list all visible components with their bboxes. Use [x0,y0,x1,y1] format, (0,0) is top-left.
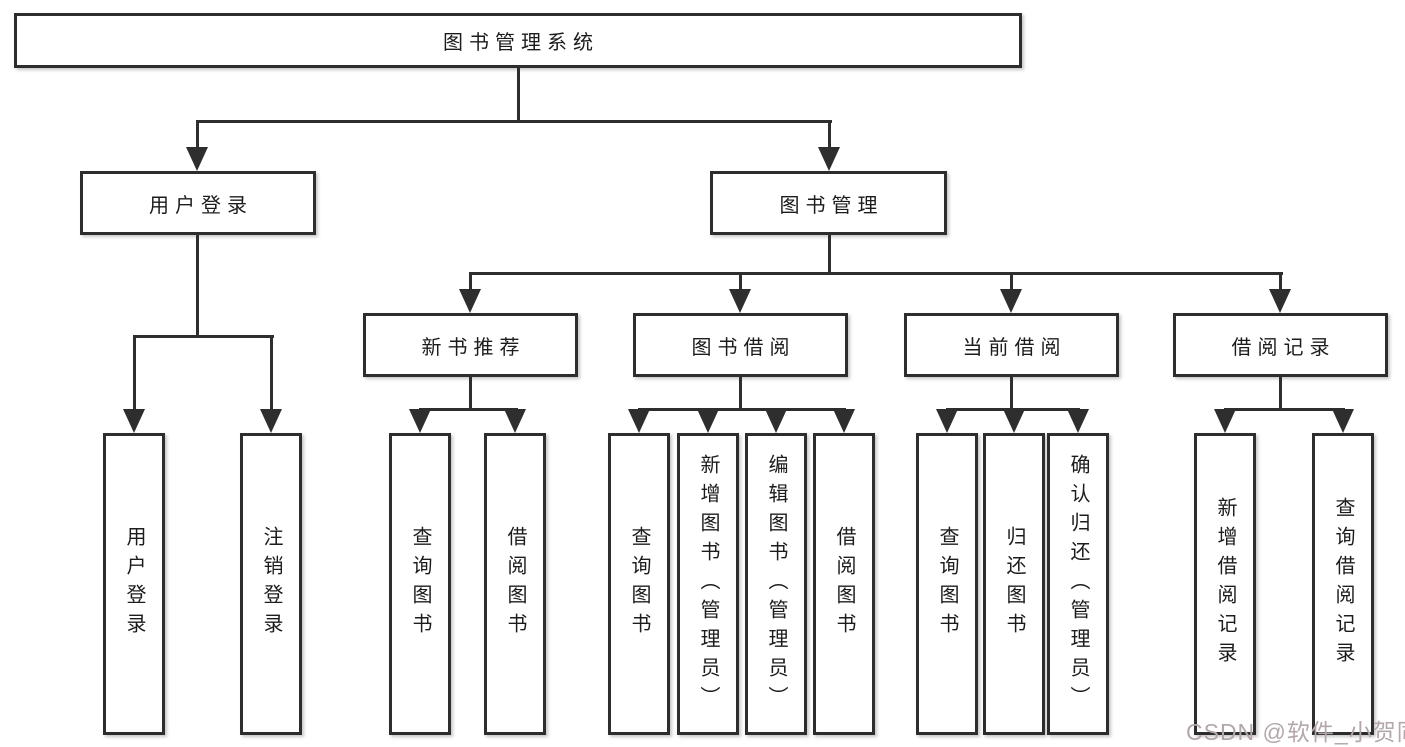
leaf-label: 注销登录 [260,526,282,642]
connector-line [638,408,846,411]
node-label: 图书管理 [779,194,884,217]
leaf-query-books-borrow: 查询图书 [608,433,670,735]
connector-line [517,68,520,121]
csdn-watermark: CSDN @软件_小贺同学 [1186,719,1405,745]
leaf-label: 确认归还（管理员） [1067,453,1089,715]
leaf-label: 查询图书 [936,526,958,642]
arrowhead-down [729,289,751,313]
connector-line [133,335,274,338]
node-label: 图书管理系统 [443,32,599,54]
leaf-return-book: 归还图书 [983,433,1045,735]
arrowhead-down [628,409,650,433]
leaf-label: 借阅图书 [833,526,855,642]
leaf-user-login: 用户登录 [103,433,165,735]
connector-line [739,377,742,410]
arrowhead-down [409,409,431,433]
leaf-label: 新增借阅记录 [1214,497,1236,671]
arrowhead-down [1000,289,1022,313]
leaf-query-borrow-record: 查询借阅记录 [1312,433,1374,735]
arrowhead-down [1067,409,1089,433]
connector-line [1010,377,1013,410]
arrowhead-down [818,147,840,171]
leaf-edit-book-admin: 编辑图书（管理员） [745,433,807,735]
node-book-borrowing: 图书借阅 [633,313,848,377]
arrowhead-down [186,147,208,171]
leaf-label: 编辑图书（管理员） [765,453,787,715]
connector-line [196,121,199,151]
leaf-label: 查询图书 [409,526,431,642]
connector-line [133,336,136,411]
node-new-book-recommendation: 新书推荐 [363,313,578,377]
connector-line [419,408,518,411]
arrowhead-down [833,409,855,433]
arrowhead-down [1269,289,1291,313]
arrowhead-down [504,409,526,433]
arrowhead-down [1332,409,1354,433]
leaf-logout: 注销登录 [240,433,302,735]
leaf-label: 新增图书（管理员） [697,453,719,715]
leaf-label: 归还图书 [1003,526,1025,642]
arrowhead-down [459,289,481,313]
node-user-login: 用户登录 [80,171,316,235]
leaf-label: 借阅图书 [504,526,526,642]
arrowhead-down [936,409,958,433]
node-label: 新书推荐 [421,336,526,359]
leaf-add-borrow-record: 新增借阅记录 [1194,433,1256,735]
connector-line [1010,273,1013,293]
arrowhead-down [1214,409,1236,433]
node-borrowing-records: 借阅记录 [1173,313,1388,377]
connector-line [469,272,1283,275]
connector-line [739,273,742,293]
node-label: 当前借阅 [962,336,1067,359]
connector-line [469,377,472,410]
node-library-management-system: 图书管理系统 [14,13,1022,68]
connector-line [828,121,831,151]
node-label: 借阅记录 [1231,336,1336,359]
node-label: 用户登录 [149,194,253,217]
arrowhead-down [697,409,719,433]
leaf-label: 查询借阅记录 [1332,497,1354,671]
node-label: 图书借阅 [691,336,796,359]
arrowhead-down [765,409,787,433]
arrowhead-down [1003,409,1025,433]
connector-line [1279,273,1282,293]
leaf-add-book-admin: 新增图书（管理员） [677,433,739,735]
node-book-management: 图书管理 [710,171,947,235]
leaf-query-books-newbook: 查询图书 [389,433,451,735]
connector-line [469,273,472,293]
arrowhead-down [123,409,145,433]
leaf-query-books-current: 查询图书 [916,433,978,735]
leaf-label: 用户登录 [123,526,145,642]
connector-line [196,234,199,337]
leaf-borrow-books-newbook: 借阅图书 [484,433,546,735]
leaf-borrow-books-borrow: 借阅图书 [813,433,875,735]
arrowhead-down [260,409,282,433]
connector-line [828,235,831,275]
leaf-confirm-return-admin: 确认归还（管理员） [1047,433,1109,735]
leaf-label: 查询图书 [628,526,650,642]
connector-line [270,336,273,411]
connector-line [196,120,832,123]
connector-line [1279,377,1282,410]
node-current-borrowing: 当前借阅 [904,313,1119,377]
connector-line [1224,408,1345,411]
